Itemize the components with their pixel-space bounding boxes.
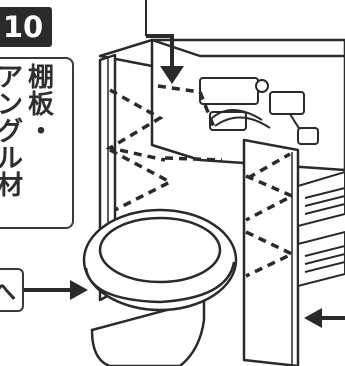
grid-shelves — [297, 170, 345, 288]
callout-char: 棚 — [27, 63, 54, 93]
arrow-down-icon — [146, 34, 184, 84]
callout-box: ア ン グ ル 材 棚 板 ・ — [0, 57, 74, 229]
callout-char: 板 — [27, 90, 54, 120]
label-box: へ — [0, 268, 24, 312]
callout-char: ア — [0, 63, 23, 93]
step-number-badge: 10 — [0, 7, 52, 47]
callout-char: ル — [0, 144, 23, 174]
callout-char: ・ — [27, 117, 54, 147]
callout-column-a: ア ン グ ル 材 — [0, 65, 25, 200]
label-text: へ — [0, 278, 16, 306]
toilet — [82, 208, 238, 366]
callout-char: ン — [0, 90, 23, 120]
left-shelf-dashes — [105, 84, 223, 212]
arrow-right-icon — [24, 280, 88, 300]
arrow-left-icon — [304, 308, 345, 328]
callout-column-b: 棚 板 ・ — [26, 65, 56, 146]
callout-char: 材 — [0, 171, 23, 201]
right-shelf-dashes — [245, 152, 297, 278]
right-side-panel — [242, 138, 300, 366]
callout-char: グ — [0, 117, 23, 147]
